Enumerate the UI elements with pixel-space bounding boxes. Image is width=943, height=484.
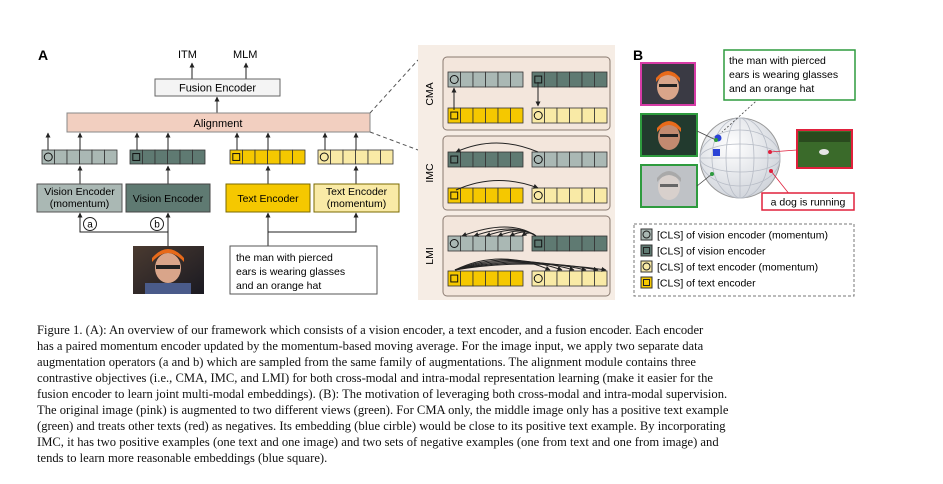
- cma-text-row: [447, 107, 524, 124]
- embedding-sphere: [699, 117, 781, 199]
- text-encoder-momentum-label-2: (momentum): [327, 198, 387, 210]
- panel-a-label: A: [38, 47, 48, 63]
- cma-label: CMA: [424, 82, 436, 105]
- cma-vision-row: [531, 71, 608, 88]
- positive-text-line-2: ears is wearing glasses: [729, 69, 838, 81]
- negative-text-label: a dog is running: [771, 197, 846, 209]
- legend-label-text-momentum: [CLS] of text encoder (momentum): [657, 262, 818, 274]
- vision-encoder-momentum-label-2: (momentum): [50, 198, 110, 210]
- caption-line-7: (green) and treats other texts (red) as …: [37, 419, 726, 433]
- legend-label-vision-momentum: [CLS] of vision encoder (momentum): [657, 230, 828, 242]
- imc-label: IMC: [424, 163, 436, 183]
- negative-image: [796, 129, 853, 169]
- lmi-label: LMI: [424, 247, 436, 265]
- caption-line-1: Figure 1. (A): An overview of our framew…: [37, 323, 704, 337]
- positive-text-box: [723, 49, 856, 101]
- imc-token-rows: [447, 151, 608, 204]
- lmi-text-momentum-row: [531, 270, 608, 287]
- input-image: [133, 246, 204, 294]
- alignment-label: Alignment: [194, 118, 243, 130]
- negative-text-box: [761, 192, 855, 211]
- panel-b-label: B: [633, 47, 643, 63]
- embedding-square: [713, 149, 720, 156]
- imc-text-momentum-row: [531, 187, 608, 204]
- caption-line-3: augmentation operators (a and b) which a…: [37, 355, 696, 369]
- input-text-line-1: the man with pierced: [236, 252, 333, 264]
- alignment-box: [66, 112, 371, 133]
- vision-encoder-label: Vision Encoder: [133, 193, 204, 205]
- positive-text-line-1: the man with pierced: [729, 55, 826, 67]
- augmented-view-1: [640, 113, 698, 157]
- lmi-vision-momentum-row: [447, 235, 524, 252]
- text-tokens: [229, 149, 306, 165]
- augmentation-a-label: a: [87, 220, 93, 231]
- mlm-label: MLM: [233, 49, 257, 61]
- imc-vision-momentum-row: [531, 151, 608, 168]
- legend-entry-vision-momentum: [CLS] of vision encoder (momentum): [640, 228, 828, 242]
- vision-token-row: [129, 149, 206, 165]
- legend-entry-text-momentum: [CLS] of text encoder (momentum): [640, 260, 818, 274]
- text-encoder-label: Text Encoder: [237, 193, 299, 205]
- augmented-view-2: [640, 164, 698, 208]
- vision-encoder-momentum-box: [36, 183, 123, 213]
- fusion-encoder-label: Fusion Encoder: [179, 83, 256, 95]
- text-encoder-momentum-box: [313, 183, 400, 213]
- text-encoder-box: [225, 183, 311, 213]
- vision-encoder-box: [125, 183, 211, 213]
- text-momentum-tokens: [317, 149, 394, 165]
- lmi-text-row: [447, 270, 524, 287]
- vision-tokens: [129, 149, 206, 165]
- text-token-row: [229, 149, 306, 165]
- itm-label: ITM: [178, 49, 197, 61]
- caption-line-9: tends to learn more reasonable embedding…: [37, 451, 328, 465]
- legend-entry-vision: [CLS] of vision encoder: [640, 244, 766, 258]
- cma-text-momentum-row: [531, 107, 608, 124]
- text-momentum-token-row: [317, 149, 394, 165]
- caption-line-5: fusion encoder to learn joint multi-moda…: [37, 387, 728, 401]
- cma-token-rows: [447, 71, 608, 124]
- augmentation-a-circle: [83, 217, 97, 231]
- legend-box: [633, 223, 855, 297]
- lmi-vision-row: [531, 235, 608, 252]
- original-image: [640, 62, 696, 106]
- imc-vision-row: [447, 151, 524, 168]
- framework-figure: A ITM MLM Fusion Encoder Alignment Visio…: [36, 45, 856, 300]
- caption-line-8: IMC, it has two positive examples (one t…: [37, 435, 719, 449]
- legend-label-vision: [CLS] of vision encoder: [657, 246, 766, 258]
- caption-line-4: contrastive objectives (i.e., CMA, IMC, …: [37, 371, 714, 385]
- augmentation-b-circle: [150, 217, 164, 231]
- caption-line-2: has a paired momentum encoder updated by…: [37, 339, 704, 353]
- fusion-encoder-box: [154, 78, 281, 97]
- figure-caption: Figure 1. (A): An overview of our framew…: [37, 322, 905, 466]
- vision-momentum-token-row: [41, 149, 118, 165]
- vision-encoder-momentum-label-1: Vision Encoder: [44, 186, 115, 198]
- input-text-line-3: and an orange hat: [236, 280, 321, 292]
- imc-text-row: [447, 187, 524, 204]
- legend-entry-text: [CLS] of text encoder: [640, 276, 756, 290]
- input-text-line-2: ears is wearing glasses: [236, 266, 345, 278]
- vision-momentum-tokens: [41, 149, 118, 165]
- input-text-box: [229, 245, 378, 295]
- cma-vision-momentum-row: [447, 71, 524, 88]
- legend-label-text: [CLS] of text encoder: [657, 278, 756, 290]
- caption-line-6: The original image (pink) is augmented t…: [37, 403, 729, 417]
- positive-text-line-3: and an orange hat: [729, 83, 814, 95]
- augmentation-b-label: b: [154, 220, 160, 231]
- lmi-token-rows: [447, 235, 608, 287]
- text-encoder-momentum-label-1: Text Encoder: [326, 186, 388, 198]
